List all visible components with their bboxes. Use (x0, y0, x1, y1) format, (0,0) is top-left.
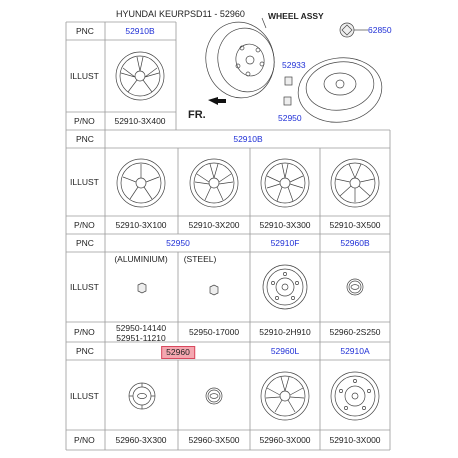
illust-label: ILLUST (70, 282, 99, 292)
wheel-assy-label: WHEEL ASSY (268, 11, 324, 21)
part-number: 52951-11210 (116, 333, 166, 343)
alloy-wheel-icon (189, 158, 239, 208)
part-number: 52960-2S250 (329, 327, 381, 337)
front-direction-label: FR. (188, 109, 206, 121)
wheel-nut-icon (209, 284, 219, 296)
alloy-wheel-icon (116, 158, 166, 208)
part-number: 52960-3X000 (259, 435, 311, 445)
illust-label: ILLUST (70, 177, 99, 187)
alloy-wheel-icon (260, 371, 310, 421)
steel-wheel-icon (262, 264, 308, 310)
pno-label: P/NO (74, 220, 95, 230)
pnc-value[interactable]: 52960B (340, 238, 370, 248)
arrow-icon (208, 97, 226, 105)
pnc-value-highlighted[interactable]: 52960 (161, 346, 195, 359)
callout-52950[interactable]: 52950 (278, 113, 302, 123)
pnc-value[interactable]: 52910B (125, 26, 155, 36)
center-cap-icon (205, 387, 223, 405)
part-number: 52910-3X300 (259, 220, 311, 230)
wheel-nut-icon (137, 282, 147, 294)
center-cap-icon (346, 278, 364, 296)
alloy-wheel-icon (260, 158, 310, 208)
pno-label: P/NO (74, 327, 95, 337)
part-number: 52910-3X100 (115, 220, 167, 230)
pno-label: P/NO (74, 435, 95, 445)
part-number: 52960-3X500 (188, 435, 240, 445)
part-number: 52950-14140 (115, 323, 167, 333)
wheel-assy-drawing (205, 17, 383, 123)
part-number: 52910-3X500 (329, 220, 381, 230)
pnc-label: PNC (76, 26, 94, 36)
pnc-label: PNC (76, 238, 94, 248)
illust-label: ILLUST (70, 391, 99, 401)
part-number: 52910-3X200 (188, 220, 240, 230)
pnc-value[interactable]: 52950 (166, 238, 190, 248)
hub-cap-icon (128, 382, 156, 410)
alloy-wheel-icon (330, 158, 380, 208)
pnc-label: PNC (76, 134, 94, 144)
part-number: 52960-3X300 (115, 435, 167, 445)
material-caption: (STEEL) (183, 254, 217, 264)
material-caption: (ALUMINIUM) (114, 254, 168, 264)
page-title: HYUNDAI KEURPSD11 - 52960 (116, 9, 245, 19)
steel-wheel-icon (330, 371, 380, 421)
part-number: 52910-3X400 (114, 116, 166, 126)
illust-label: ILLUST (70, 71, 99, 81)
part-number: 52910-3X000 (329, 435, 381, 445)
pnc-value[interactable]: 52910A (340, 346, 370, 356)
part-number: 52910-2H910 (259, 327, 311, 337)
part-number: 52950-17000 (188, 327, 240, 337)
pnc-value[interactable]: 52910F (270, 238, 300, 248)
pnc-value[interactable]: 52910B (233, 134, 263, 144)
callout-62850[interactable]: 62850 (368, 25, 392, 35)
pnc-label: PNC (76, 346, 94, 356)
pnc-value[interactable]: 52960L (270, 346, 300, 356)
callout-52933[interactable]: 52933 (282, 60, 306, 70)
alloy-wheel-icon (115, 51, 165, 101)
pno-label: P/NO (74, 116, 95, 126)
